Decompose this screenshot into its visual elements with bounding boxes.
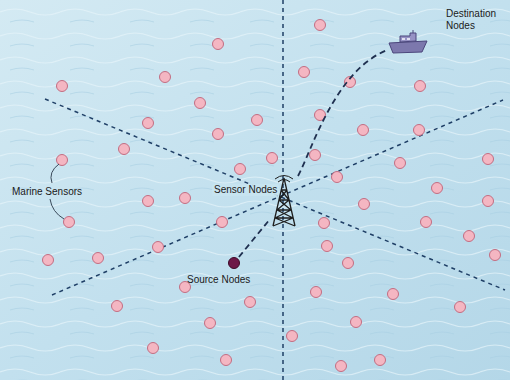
node-label: Destination Nodes xyxy=(446,8,504,32)
sensor-dot xyxy=(57,81,68,92)
node-label: Sensor Nodes xyxy=(212,184,279,196)
sensor-dot xyxy=(375,355,386,366)
destination-node-icon xyxy=(388,30,428,54)
sensor-dot xyxy=(43,255,54,266)
sensor-dot xyxy=(143,118,154,129)
sensor-dot xyxy=(336,361,347,372)
sensor-dot xyxy=(299,67,310,78)
sensor-dot xyxy=(119,144,130,155)
sensor-dot xyxy=(153,242,164,253)
sensor-dot xyxy=(414,125,425,136)
sensor-dot xyxy=(213,39,224,50)
sensor-dot xyxy=(421,217,432,228)
sensor-dot xyxy=(195,98,206,109)
sensor-dot xyxy=(315,20,326,31)
sensor-node: Sensor Nodes xyxy=(268,176,300,228)
sensor-dot xyxy=(358,125,369,136)
sensor-dot xyxy=(359,199,370,210)
sensor-dot xyxy=(64,217,75,228)
sensor-dot xyxy=(395,158,406,169)
sensor-dot xyxy=(160,72,171,83)
sensor-dot xyxy=(245,297,256,308)
sensor-dot xyxy=(432,183,443,194)
sensor-dot xyxy=(310,150,321,161)
sensor-dot xyxy=(143,196,154,207)
dashed-link xyxy=(239,222,268,257)
sensor-dot xyxy=(343,258,354,269)
sensor-dot xyxy=(415,81,426,92)
sensor-dot xyxy=(287,331,298,342)
dashed-link xyxy=(298,50,388,176)
sensor-dot xyxy=(332,172,343,183)
node-label: Source Nodes xyxy=(187,274,250,286)
sensor-dot xyxy=(205,318,216,329)
sensor-dot xyxy=(319,218,330,229)
sensor-dot xyxy=(221,355,232,366)
sector-lines xyxy=(45,0,505,380)
source-node: Source Nodes xyxy=(228,257,240,269)
destination-node: Destination Nodes xyxy=(388,30,428,54)
sensor-dot xyxy=(464,231,475,242)
sensor-dot xyxy=(322,241,333,252)
sensor-dot xyxy=(217,217,228,228)
sensor-dot xyxy=(148,343,159,354)
sensor-dot xyxy=(455,302,466,313)
sensor-dot xyxy=(213,129,224,140)
sensor-dot xyxy=(351,317,362,328)
sensor-dot xyxy=(311,287,322,298)
source-node-icon xyxy=(228,257,240,269)
sensor-dot xyxy=(112,301,123,312)
marine-sensor-dots xyxy=(43,20,501,372)
region-label: Marine Sensors xyxy=(12,186,82,198)
sensor-dot xyxy=(252,115,263,126)
sensor-dot xyxy=(267,153,278,164)
sensor-dot xyxy=(180,193,191,204)
sensor-dot xyxy=(490,250,501,261)
sensor-dot xyxy=(57,155,68,166)
sensor-dot xyxy=(93,253,104,264)
sensor-dot xyxy=(388,289,399,300)
sensor-dot xyxy=(483,196,494,207)
sensor-dot xyxy=(483,154,494,165)
sensor-dot xyxy=(235,164,246,175)
